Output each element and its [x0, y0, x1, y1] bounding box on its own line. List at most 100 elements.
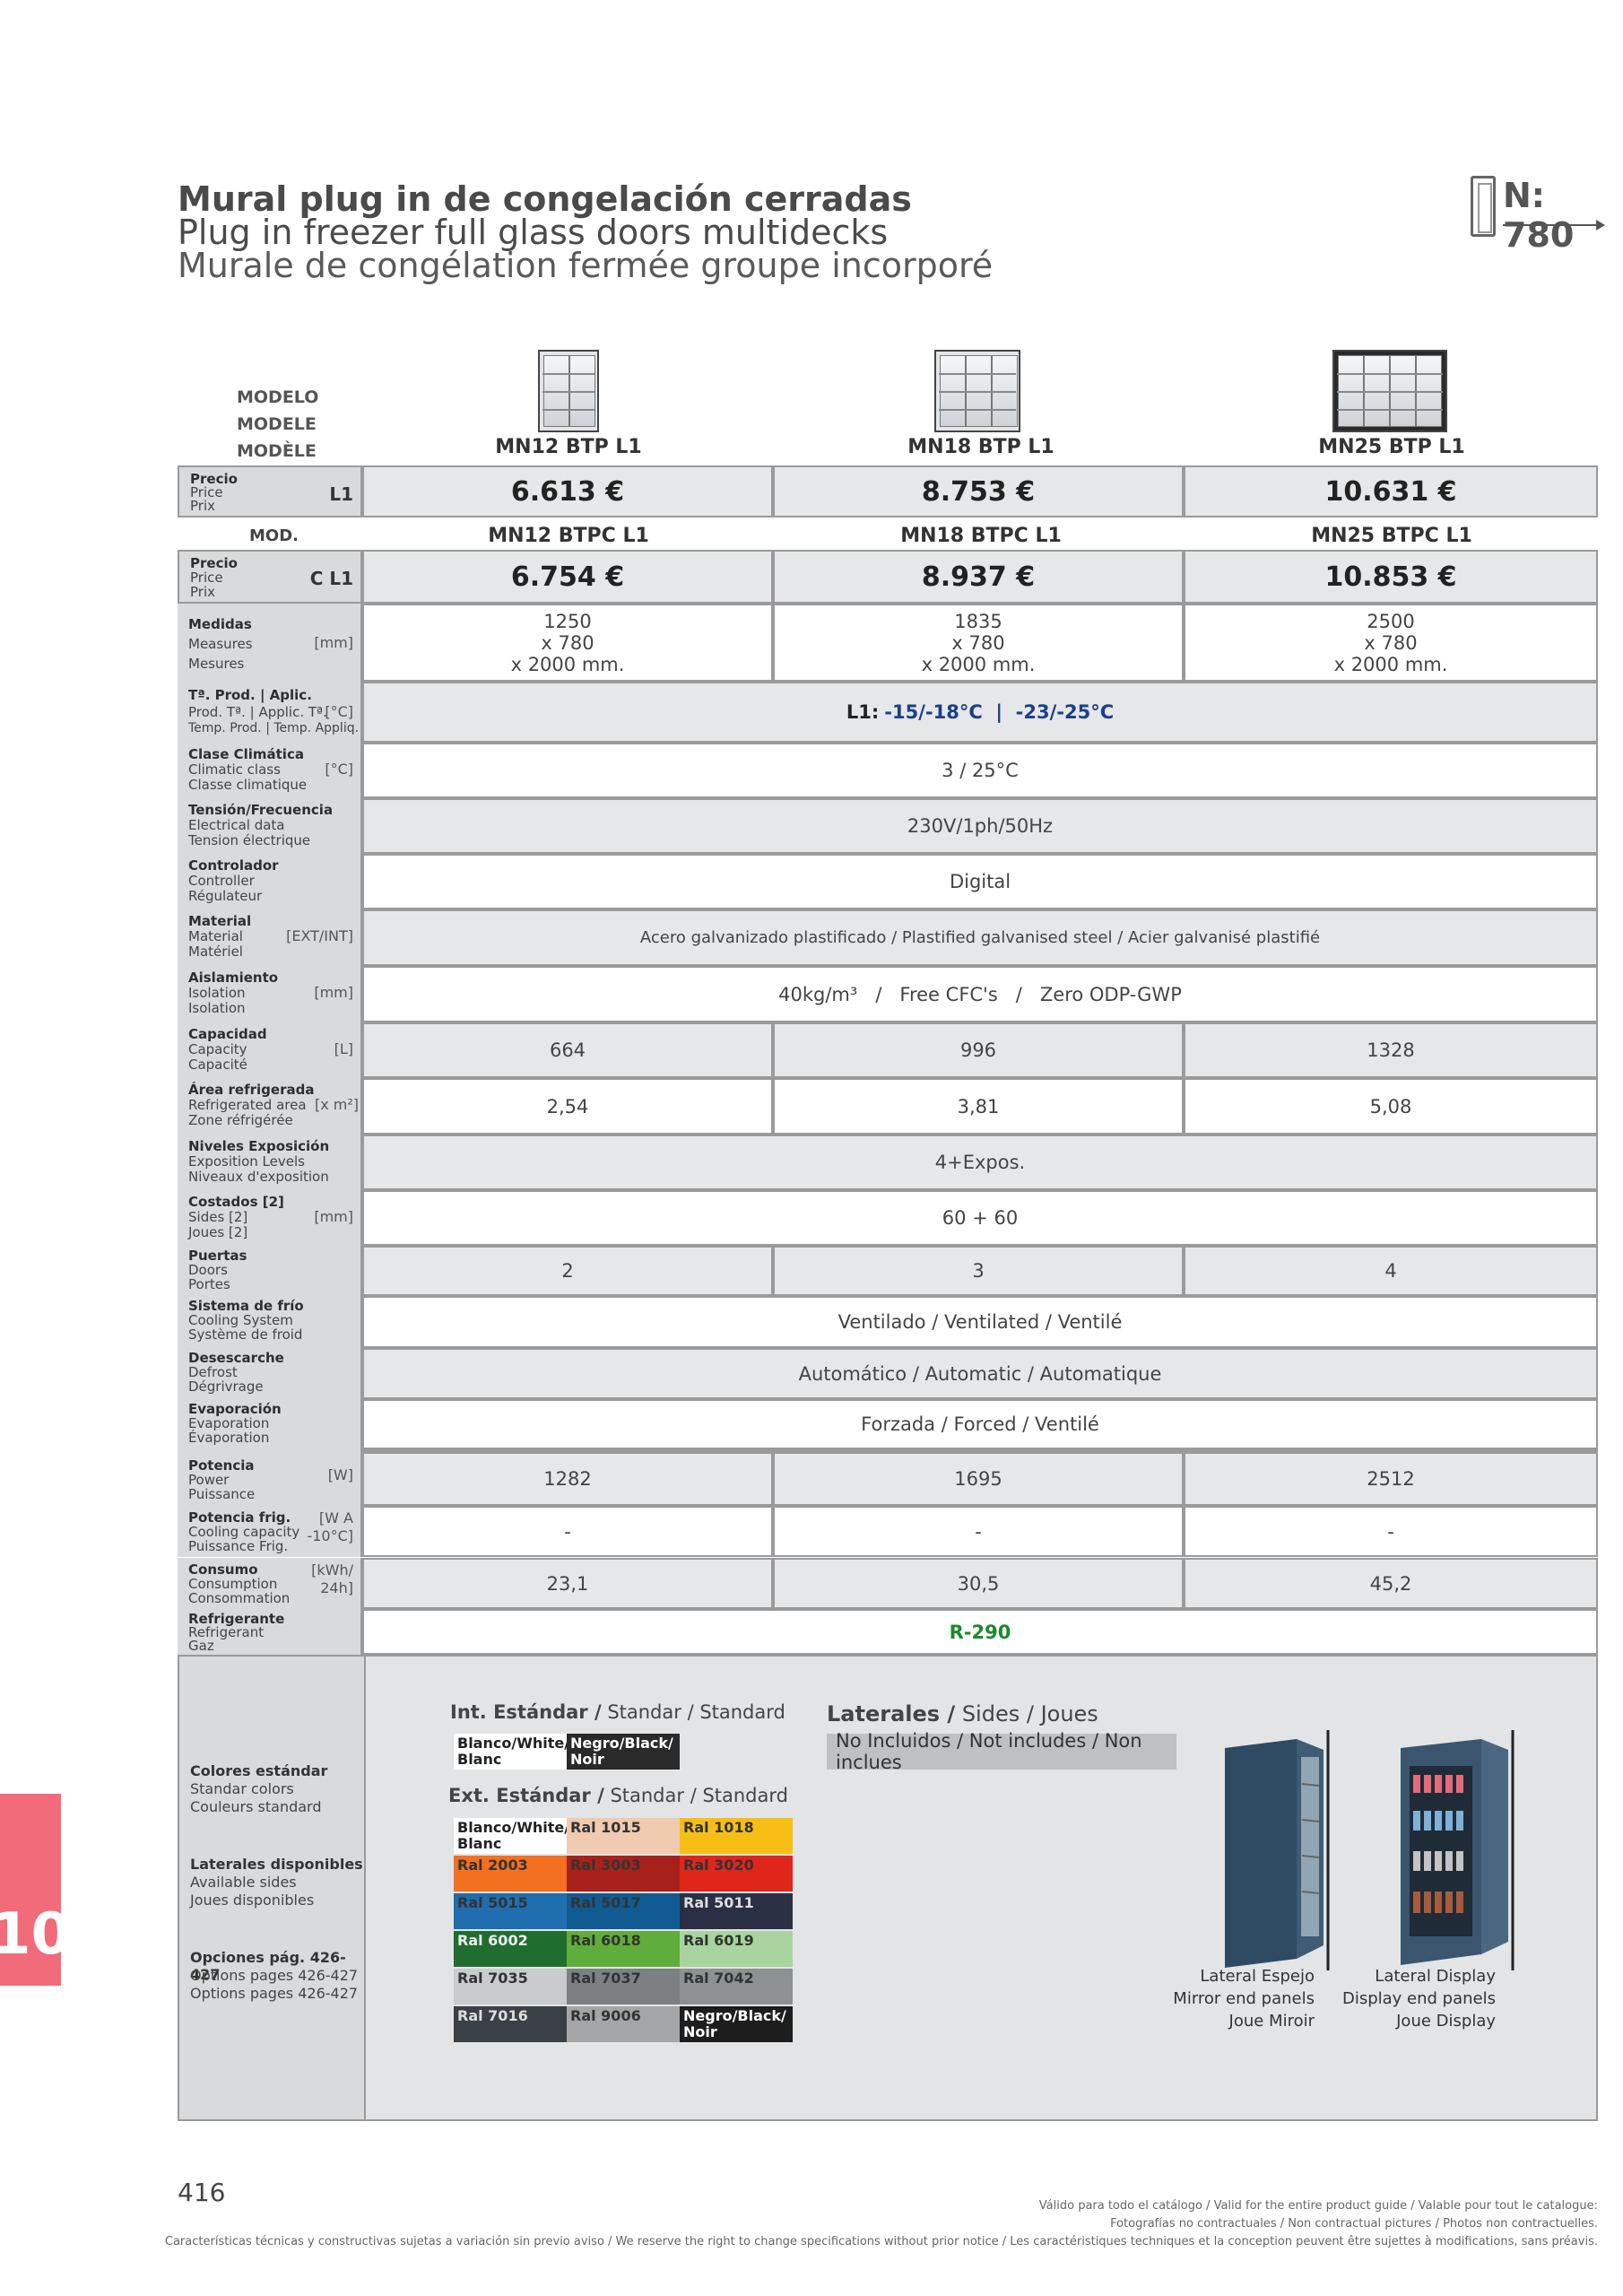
- row-isolation: Aislamiento Isolation Isolation [mm] 40k…: [178, 966, 1598, 1022]
- cabinet-icon: [1471, 176, 1496, 237]
- isolation-value: 40kg/m³ / Free CFC's / Zero ODP-GWP: [362, 966, 1598, 1022]
- row-evaporation: Evaporación Evaporation Évaporation Forz…: [178, 1399, 1598, 1452]
- capacity-3: 1328: [1184, 1022, 1598, 1078]
- footer-line-2: Fotografías no contractuales / Non contr…: [1110, 2217, 1598, 2231]
- model-c-name-1: MN12 BTPC L1: [488, 525, 649, 547]
- color-swatch: Ral 3020: [680, 1856, 793, 1892]
- color-swatch: Ral 7037: [567, 1969, 680, 2005]
- power-2: 1695: [773, 1452, 1184, 1506]
- price-l1-2: 8.753 €: [773, 465, 1184, 517]
- row-sides: Costados [2] Sides [2] Joues [2] [mm] 60…: [178, 1190, 1598, 1246]
- title-es: Mural plug in de congelación cerradas: [178, 179, 912, 219]
- model-c-name-2: MN18 BTPC L1: [900, 525, 1062, 547]
- consumption-3: 45,2: [1184, 1558, 1598, 1609]
- electrical-value: 230V/1ph/50Hz: [362, 798, 1598, 854]
- color-swatch: Blanco/White/ Blanc: [454, 1734, 569, 1770]
- color-swatch: Ral 2003: [454, 1856, 567, 1892]
- footer-line-3: Características técnicas y constructivas…: [164, 2235, 1598, 2248]
- levels-value: 4+Expos.: [362, 1135, 1598, 1190]
- color-swatch: Ral 5015: [454, 1893, 567, 1929]
- row-price-l1: Precio Price Prix L1 6.613 € 8.753 € 10.…: [178, 465, 1598, 517]
- color-swatch: Ral 6019: [680, 1931, 793, 1967]
- material-value: Acero galvanizado plastificado / Plastif…: [362, 909, 1598, 966]
- product-image-mn25: [1332, 350, 1447, 432]
- price-l1-3: 10.631 €: [1184, 465, 1598, 517]
- not-included-box: No Incluidos / Not includes / Non inclue…: [827, 1730, 1176, 1773]
- row-cooling-capacity: Potencia frig. Cooling capacity Puissanc…: [178, 1506, 1598, 1557]
- color-swatch: Ral 5011: [680, 1893, 793, 1929]
- color-swatch: Ral 6018: [567, 1931, 680, 1967]
- row-mod: MOD. MN12 BTPC L1 MN18 BTPC L1 MN25 BTPC…: [178, 517, 1598, 550]
- row-temperature: Tª. Prod. | Aplic. Prod. Tª. | Applic. T…: [178, 682, 1598, 743]
- model-label-es: MODELO: [237, 387, 319, 407]
- consumption-1: 23,1: [362, 1558, 773, 1609]
- row-climatic: Clase Climática Climatic class Classe cl…: [178, 743, 1598, 798]
- color-swatch: Ral 7016: [454, 2006, 567, 2042]
- color-swatch: Ral 1015: [567, 1818, 680, 1854]
- dimension-badge: N: 780: [1471, 172, 1605, 255]
- int-standard-title: Int. Estándar / Standar / Standard: [450, 1701, 785, 1723]
- model-name-1: MN12 BTP L1: [495, 436, 642, 458]
- evaporation-value: Forzada / Forced / Ventilé: [362, 1399, 1598, 1452]
- arrow-icon: [1503, 220, 1605, 230]
- ext-standard-title: Ext. Estándar / Standar / Standard: [448, 1785, 788, 1806]
- colors-section: Colores estándar Standar colors Couleurs…: [178, 1655, 1598, 2121]
- colors-label-column: Colores estándar Standar colors Couleurs…: [179, 1657, 366, 2119]
- color-swatch: Negro/Black/ Noir: [680, 2006, 793, 2042]
- row-defrost: Desescarche Defrost Dégrivrage Automátic…: [178, 1348, 1598, 1399]
- color-swatch: Negro/Black/ Noir: [567, 1734, 680, 1770]
- refrigerant-value: R-290: [362, 1609, 1598, 1655]
- model-c-name-3: MN25 BTPC L1: [1311, 525, 1472, 547]
- row-levels: Niveles Exposición Exposition Levels Niv…: [178, 1135, 1598, 1190]
- model-name-3: MN25 BTP L1: [1318, 436, 1465, 458]
- doors-2: 3: [773, 1246, 1184, 1296]
- footer-line-1: Válido para todo el catálogo / Valid for…: [1038, 2199, 1598, 2213]
- row-doors: Puertas Doors Portes 2 3 4: [178, 1246, 1598, 1296]
- defrost-value: Automático / Automatic / Automatique: [362, 1348, 1598, 1399]
- model-label-fr: MODÈLE: [237, 441, 317, 461]
- cooling-capacity-3: -: [1184, 1506, 1598, 1557]
- price-cl1-1: 6.754 €: [362, 550, 773, 604]
- color-swatch: Ral 7042: [680, 1969, 793, 2005]
- cooling-capacity-2: -: [773, 1506, 1184, 1557]
- cooling-value: Ventilado / Ventilated / Ventilé: [362, 1296, 1598, 1348]
- title-en: Plug in freezer full glass doors multide…: [178, 213, 889, 252]
- capacity-1: 664: [362, 1022, 773, 1078]
- cooling-capacity-1: -: [362, 1506, 773, 1557]
- capacity-2: 996: [773, 1022, 1184, 1078]
- row-refrigerant: Refrigerante Refrigerant Gaz R-290: [178, 1609, 1598, 1655]
- color-swatch: Ral 7035: [454, 1969, 567, 2005]
- doors-1: 2: [362, 1246, 773, 1296]
- power-3: 2512: [1184, 1452, 1598, 1506]
- product-image-mn12: [538, 350, 599, 432]
- row-consumption: Consumo Consumption Consommation [kWh/ 2…: [178, 1558, 1598, 1609]
- doors-3: 4: [1184, 1246, 1598, 1296]
- mod-label: MOD.: [249, 526, 299, 545]
- area-3: 5,08: [1184, 1078, 1598, 1135]
- color-swatch: Ral 6002: [454, 1931, 567, 1967]
- area-1: 2,54: [362, 1078, 773, 1135]
- row-capacity: Capacidad Capacity Capacité [L] 664 996 …: [178, 1022, 1598, 1078]
- row-cooling-system: Sistema de frío Cooling System Système d…: [178, 1296, 1598, 1348]
- product-image-mn18: [934, 350, 1020, 432]
- consumption-2: 30,5: [773, 1558, 1184, 1609]
- row-power: Potencia Power Puissance [W] 1282 1695 2…: [178, 1452, 1598, 1506]
- laterales-title: Laterales / Sides / Joues: [827, 1701, 1098, 1726]
- mirror-panel-image: [1216, 1730, 1331, 1972]
- price-cl1-2: 8.937 €: [773, 550, 1184, 604]
- row-price-cl1: Precio Price Prix C L1 6.754 € 8.937 € 1…: [178, 550, 1598, 604]
- power-1: 1282: [362, 1452, 773, 1506]
- row-controller: Controlador Controller Régulateur Digita…: [178, 854, 1598, 909]
- section-tab: 10: [0, 1794, 71, 1986]
- color-swatch: Blanco/White/ Blanc: [454, 1818, 569, 1854]
- price-cl1-3: 10.853 €: [1184, 550, 1598, 604]
- row-electrical: Tensión/Frecuencia Electrical data Tensi…: [178, 798, 1598, 854]
- controller-value: Digital: [362, 854, 1598, 909]
- row-area: Área refrigerada Refrigerated area Zone …: [178, 1078, 1598, 1135]
- color-swatch: Ral 3003: [567, 1856, 680, 1892]
